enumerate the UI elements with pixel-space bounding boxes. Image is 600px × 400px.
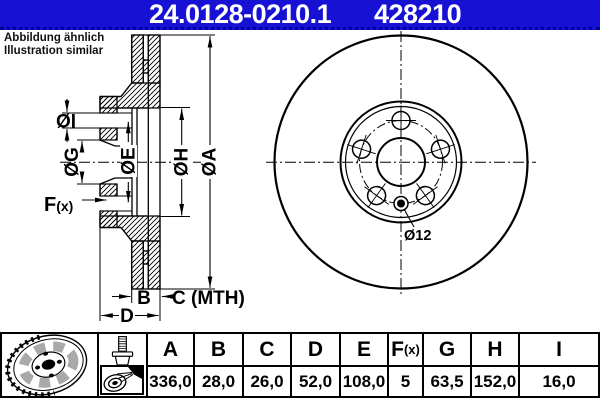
bolt-hole — [386, 105, 416, 136]
bolt-hole — [412, 183, 438, 208]
col-header-I: I — [518, 334, 598, 367]
dim-label-dia-g: ØG — [62, 147, 83, 177]
value-A: 336,0 — [146, 367, 193, 396]
value-C: 26,0 — [242, 367, 290, 396]
center-bore-circle — [376, 137, 426, 187]
catalog-number: 428210 — [374, 0, 462, 29]
value-G: 63,5 — [422, 367, 470, 396]
pin-hole-label: Ø12 — [404, 228, 431, 244]
col-header-C: C — [242, 334, 290, 367]
col-header-H: H — [470, 334, 518, 367]
value-F: 5 — [387, 367, 422, 396]
table-cell-mounting-icons — [97, 334, 146, 396]
brake-disc-icon — [5, 334, 88, 396]
col-header-G: G — [422, 334, 470, 367]
dim-label-c-mth: C (MTH) — [172, 288, 245, 309]
disc-outer-circle — [273, 34, 529, 290]
dim-label-d: D — [120, 306, 134, 327]
value-E: 108,0 — [339, 367, 387, 396]
part-number: 24.0128-0210.1 — [149, 0, 332, 29]
dim-label-f: F(x) — [44, 194, 73, 216]
value-I: 16,0 — [518, 367, 598, 396]
col-header-E: E — [339, 334, 387, 367]
hub-outer-circle — [339, 100, 463, 224]
col-header-A: A — [146, 334, 193, 367]
spray-check-box — [100, 365, 144, 395]
note-line-de: Abbildung ähnlich — [4, 32, 105, 44]
bolt-hole — [364, 183, 390, 208]
spray-check-icon — [103, 367, 142, 392]
col-header-D: D — [290, 334, 339, 367]
dim-label-dia-h: ØH — [172, 148, 193, 177]
dim-label-dia-a: ØA — [200, 147, 221, 176]
pin-hole — [393, 195, 415, 228]
cross-section-view: ØI ØG ØE ØH ØA F(x) B C (MTH) D — [44, 34, 245, 327]
header-bar: 24.0128-0210.1 428210 — [0, 0, 600, 30]
bolt-hole — [426, 134, 455, 164]
value-H: 152,0 — [470, 367, 518, 396]
wheel-bolt-icon — [111, 336, 134, 366]
technical-drawing: ØI ØG ØE ØH ØA F(x) B C (MTH) D — [44, 31, 536, 327]
col-header-F: F(x) — [387, 334, 422, 367]
note-line-en: Illustration similar — [4, 45, 104, 57]
value-B: 28,0 — [193, 367, 242, 396]
bolt-hole — [347, 134, 376, 164]
value-D: 52,0 — [290, 367, 339, 396]
front-view: Ø12 — [266, 31, 536, 294]
spec-table: A B C D E F(x) G H I 336,0 28,0 26,0 52,… — [0, 332, 600, 398]
dim-label-dia-i: ØI — [56, 112, 76, 133]
dim-label-dia-e: ØE — [119, 147, 140, 174]
dim-label-b: B — [137, 288, 151, 309]
col-header-B: B — [193, 334, 242, 367]
similarity-note: Abbildung ähnlich Illustration similar — [4, 32, 104, 58]
table-cell-disc-image — [2, 334, 97, 396]
